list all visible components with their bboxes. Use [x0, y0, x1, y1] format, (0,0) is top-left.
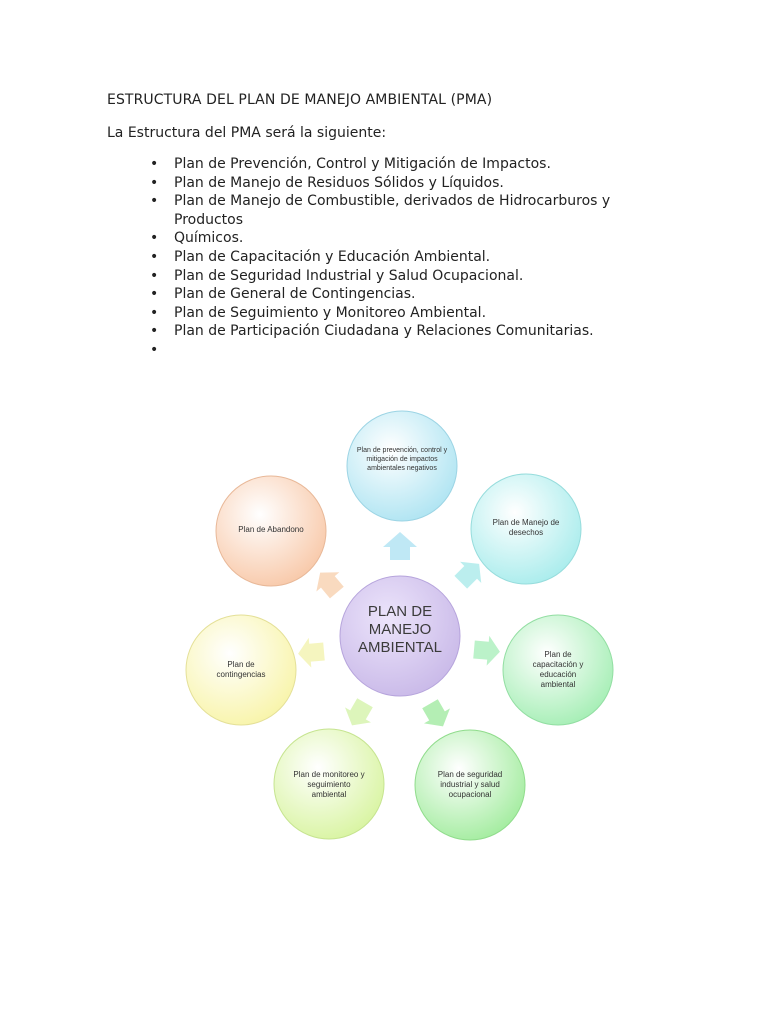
list-item: Plan de Seguridad Industrial y Salud Ocu…: [150, 267, 620, 286]
arrow-right-icon: [473, 635, 500, 666]
list-item: Químicos.: [150, 229, 620, 248]
node-circle-prevention: [346, 410, 458, 522]
node-circle-abandonment: [215, 475, 327, 587]
list-item: Plan de Seguimiento y Monitoreo Ambienta…: [150, 304, 620, 323]
list-item: Plan de Manejo de Combustible, derivados…: [150, 192, 620, 229]
node-label-training: Plan de capacitación y educación ambient…: [532, 650, 584, 689]
center-label: PLAN DE MANEJO AMBIENTAL: [345, 603, 455, 657]
node-label-abandonment: Plan de Abandono: [238, 525, 304, 534]
plan-list: Plan de Prevención, Control y Mitigación…: [150, 155, 620, 360]
node-circle-monitoring: [273, 728, 385, 840]
node-label-waste: Plan de Manejo de desechos: [492, 518, 560, 537]
list-item: Plan de Manejo de Residuos Sólidos y Líq…: [150, 174, 620, 193]
list-item: [150, 341, 620, 360]
node-label-prevention: Plan de prevención, control y mitigación…: [356, 447, 448, 472]
arrow-up-left-icon: [316, 572, 344, 599]
center-label-line: PLAN DE: [367, 603, 433, 620]
document-intro: La Estructura del PMA será la siguiente:: [107, 125, 387, 141]
connector-arrows: [298, 532, 500, 727]
arrow-left-icon: [298, 637, 325, 668]
arrow-down-left-icon: [345, 698, 373, 726]
arrow-up-right-icon: [454, 561, 482, 589]
node-circle-waste: [470, 473, 582, 585]
pma-cycle-diagram: [185, 410, 614, 841]
arrow-up-icon: [383, 532, 417, 560]
list-item: Plan de Prevención, Control y Mitigación…: [150, 155, 620, 174]
node-circle-contingencies: [185, 614, 297, 726]
node-circle-safety: [414, 729, 526, 841]
node-circle-training: [502, 614, 614, 726]
center-circle: [339, 575, 461, 697]
center-label-line: MANEJO: [368, 621, 432, 638]
document-title: ESTRUCTURA DEL PLAN DE MANEJO AMBIENTAL …: [107, 92, 493, 108]
list-item: Plan de Capacitación y Educación Ambient…: [150, 248, 620, 267]
node-label-safety: Plan de seguridad industrial y salud ocu…: [437, 770, 503, 799]
node-label-contingencies: Plan de contingencias: [216, 660, 266, 679]
arrow-down-right-icon: [422, 699, 450, 727]
list-item: Plan de General de Contingencias.: [150, 285, 620, 304]
center-label-line: AMBIENTAL: [358, 639, 442, 656]
list-item: Plan de Participación Ciudadana y Relaci…: [150, 322, 620, 341]
node-label-monitoring: Plan de monitoreo y seguimiento ambienta…: [293, 770, 365, 799]
